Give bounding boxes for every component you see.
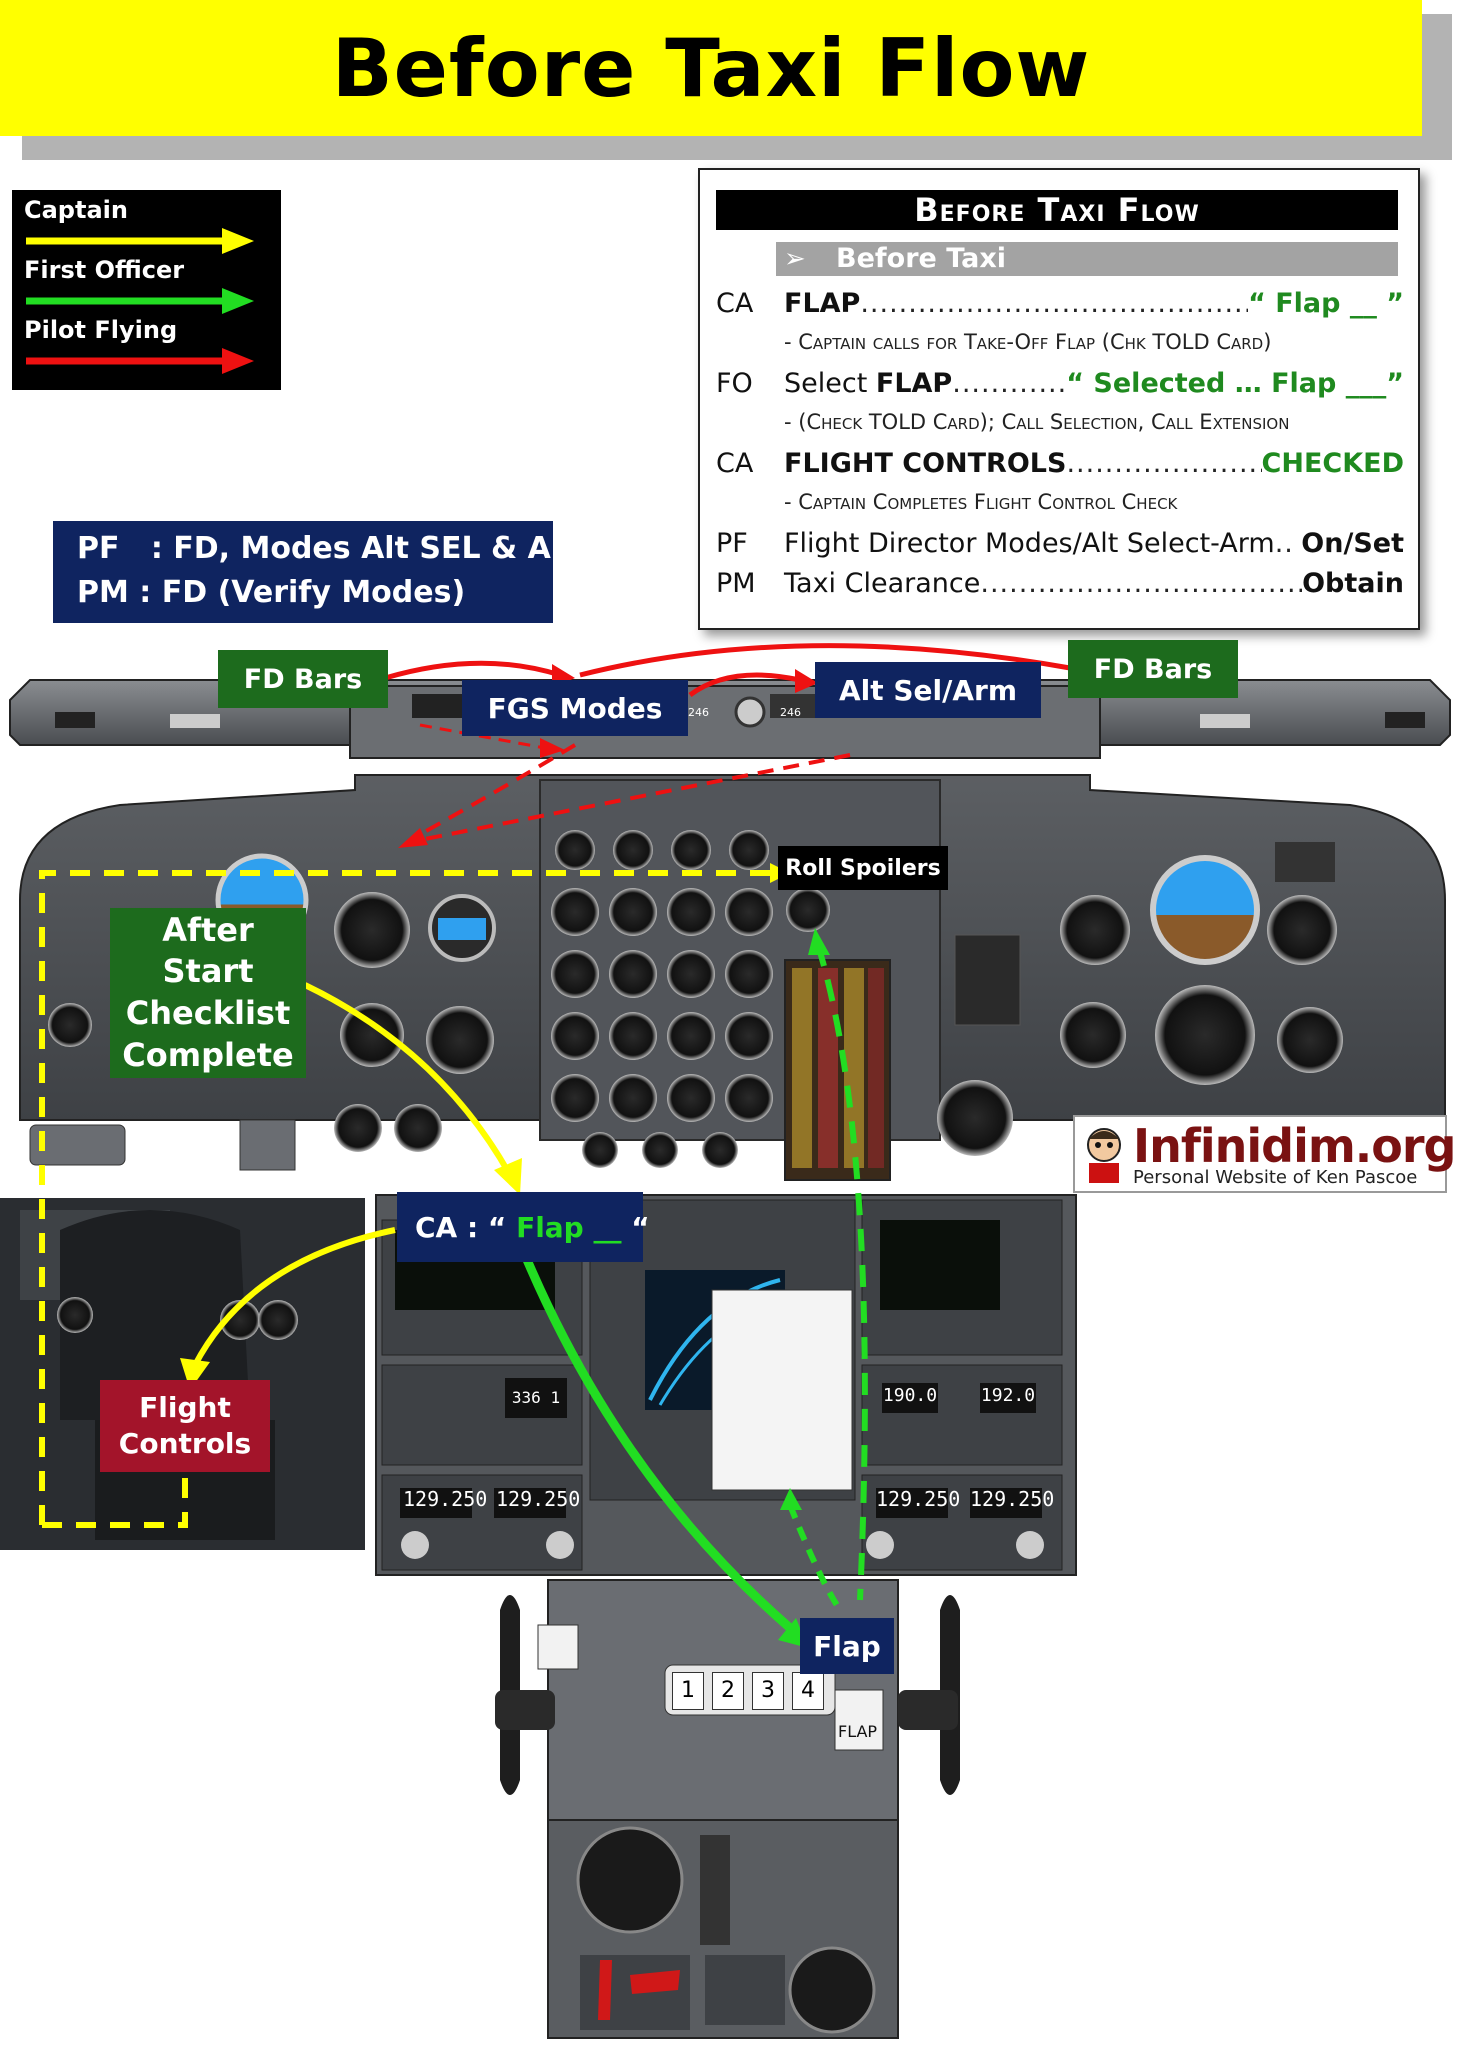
checklist-row-flight-controls: CA FLIGHT CONTROLS .....................… [716,448,1404,479]
checklist-row-flap: CA FLAP ................................… [716,288,1404,319]
engine-gauges [551,830,773,1168]
alt-sel-arm-label: Alt Sel/Arm [815,662,1041,718]
roll-spoilers-label: Roll Spoilers [778,846,948,890]
com1-active-freq: 129.250 [403,1487,488,1511]
checklist-section-title: Before Taxi [836,243,1007,274]
trim-panel [547,1819,899,2039]
row-note: - (Check TOLD Card); Call Selection, Cal… [784,410,1290,434]
row-value: CHECKED [1261,448,1404,479]
legend-captain-arrow-icon [26,228,254,254]
legend-pilot-flying-arrow-icon [26,348,254,374]
page-title: Before Taxi Flow [331,21,1091,115]
throttle-1-label: 1 [672,1672,704,1710]
row-role: PM [716,568,756,599]
adf1-freq: 190.0 [882,1385,938,1406]
row-item: FLAP [784,288,861,319]
pilot-flying-arrows [384,643,1071,848]
row-dots: ............... [952,368,1067,399]
checklist-section-bar: ➢ Before Taxi [776,242,1398,276]
row-note: - Captain Completes Flight Control Check [784,490,1178,514]
legend: Captain First Officer Pilot Flying [12,190,281,390]
ca-flap-value: Flap __ [516,1210,622,1244]
row-dots: .. [1274,528,1294,559]
row-item: Flight Director Modes/Alt Select-Arm [784,528,1275,559]
fgs-modes-label: FGS Modes [462,680,688,736]
flap-lever-label: FLAP [838,1722,878,1741]
row-item-prefix: Select [784,368,876,399]
altitude-readout-right: 246 [780,706,801,719]
row-role: CA [716,288,754,319]
legend-first-officer-arrow-icon [26,288,254,314]
row-role: PF [716,528,748,559]
row-value: “ Selected … Flap ___” [1066,368,1404,399]
row-item: Taxi Clearance [784,568,981,599]
pf-line: PF : FD, Modes Alt SEL & Arm [77,531,597,566]
row-value: Obtain [1302,568,1404,599]
throttle-4-label: 4 [792,1672,824,1710]
checklist-row-fd-modes: PF Flight Director Modes/Alt Select-Arm … [716,528,1404,559]
legend-pilot-flying-label: Pilot Flying [24,316,178,344]
ca-flap-callout: CA : “ Flap __ “ [397,1192,650,1262]
com2-standby-freq: 129.250 [970,1487,1055,1511]
throttle-2-label: 2 [712,1672,744,1710]
flight-controls-label: Flight Controls [100,1380,270,1472]
row-dots: ........................................… [860,288,1249,319]
annunciator-panel [784,959,891,1181]
checklist-row-select-flap: FO Select FLAP ............... “ Selecte… [716,368,1404,399]
altitude-readout-left: 246 [688,706,709,719]
watermark-subtitle: Personal Website of Ken Pascoe [1133,1167,1418,1188]
adf2-freq: 192.0 [980,1385,1036,1406]
checklist-card-header: Before Taxi Flow [716,190,1398,230]
atc-transponder-code: 336 1 [511,1388,561,1407]
website-watermark: Infinidim.org Personal Website of Ken Pa… [1073,1115,1456,1193]
watermark-title: Infinidim.org [1133,1119,1456,1173]
row-note: - Captain calls for Take-Off Flap (Chk T… [784,330,1272,354]
throttle-3-label: 3 [752,1672,784,1710]
arrow-bullet-icon: ➢ [784,244,806,274]
pf-pm-box: PF : FD, Modes Alt SEL & Arm PM : FD (Ve… [53,521,597,623]
throttle-levers: 1 2 3 4 [672,1672,824,1710]
cartoon-avatar-icon [1087,1128,1121,1183]
title-banner: Before Taxi Flow [0,0,1422,136]
com2-active-freq: 129.250 [876,1487,961,1511]
row-role: FO [716,368,753,399]
checklist-card: Before Taxi Flow ➢ Before Taxi CA FLAP .… [698,168,1420,630]
fd-bars-right-label: FD Bars [1068,640,1238,698]
pm-line: PM : FD (Verify Modes) [77,575,466,610]
row-dots: ...................... [1066,448,1262,479]
first-officer-instruments [786,842,1343,1156]
row-dots: ....................................... [980,568,1303,599]
fd-bars-left-label: FD Bars [218,650,388,708]
row-value: On/Set [1301,528,1404,559]
legend-captain-label: Captain [24,196,128,224]
legend-first-officer-label: First Officer [24,256,185,284]
checklist-row-taxi-clearance: PM Taxi Clearance ......................… [716,568,1404,599]
row-item: FLAP [875,368,953,399]
com1-standby-freq: 129.250 [496,1487,581,1511]
row-item: FLIGHT CONTROLS [784,448,1067,479]
row-value: “ Flap __ ” [1248,288,1404,319]
after-start-checklist-label: After Start Checklist Complete [110,908,306,1078]
row-role: CA [716,448,754,479]
flap-label: Flap [800,1618,894,1674]
ca-flap-prefix: CA : “ [415,1210,517,1244]
captain-instruments [29,853,496,1171]
ca-flap-suffix: “ [621,1210,650,1244]
